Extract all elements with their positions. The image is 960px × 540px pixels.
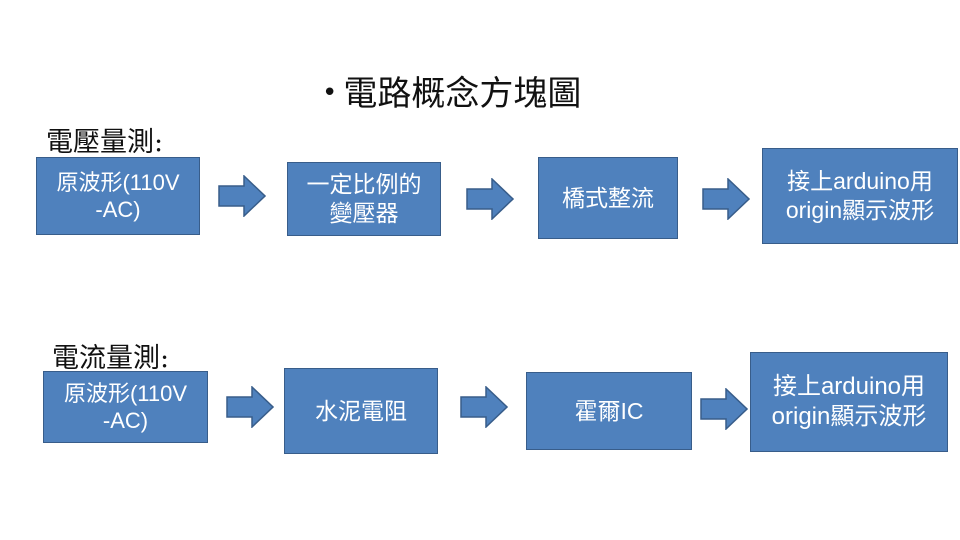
bridge-rectifier-label: 橋式整流 [562,184,654,211]
voltage-arduino-box: 接上arduino用 origin顯示波形 [762,148,958,244]
cement-resistor-label: 水泥電阻 [315,397,407,424]
arrow-right-icon [466,178,514,220]
arrow-right-icon [700,388,748,430]
transformer-box: 一定比例的 變壓器 [287,162,441,236]
arrow-right-icon [218,175,266,217]
current-source-line1: 原波形(110V [63,380,188,406]
hall-ic-box: 霍爾IC [526,372,692,450]
current-section-label: 電流量測: [52,343,170,374]
arrow-right-icon [460,386,508,428]
voltage-arduino-line1: 接上arduino用 [787,168,933,195]
voltage-section-label: 電壓量測: [46,127,164,158]
voltage-arduino-line2: origin顯示波形 [785,197,935,223]
voltage-source-box: 原波形(110V -AC) [36,157,200,235]
bullet: • [322,78,338,108]
transformer-line2: 變壓器 [329,200,399,226]
cement-resistor-box: 水泥電阻 [284,368,438,454]
bridge-rectifier-box: 橋式整流 [538,157,678,239]
diagram-title: •電路概念方塊圖 [322,66,581,115]
current-arduino-box: 接上arduino用 origin顯示波形 [750,352,948,452]
hall-ic-label: 霍爾IC [574,397,644,424]
title-text: 電路概念方塊圖 [343,74,582,114]
current-source-box: 原波形(110V -AC) [43,371,208,443]
current-arduino-line2: origin顯示波形 [771,403,927,430]
voltage-source-line2: -AC) [95,197,141,222]
current-arduino-line1: 接上arduino用 [772,373,926,400]
transformer-line1: 一定比例的 [306,171,422,198]
voltage-source-line1: 原波形(110V [56,169,180,195]
current-source-line2: -AC) [102,408,149,433]
arrow-right-icon [226,386,274,428]
arrow-right-icon [702,178,750,220]
